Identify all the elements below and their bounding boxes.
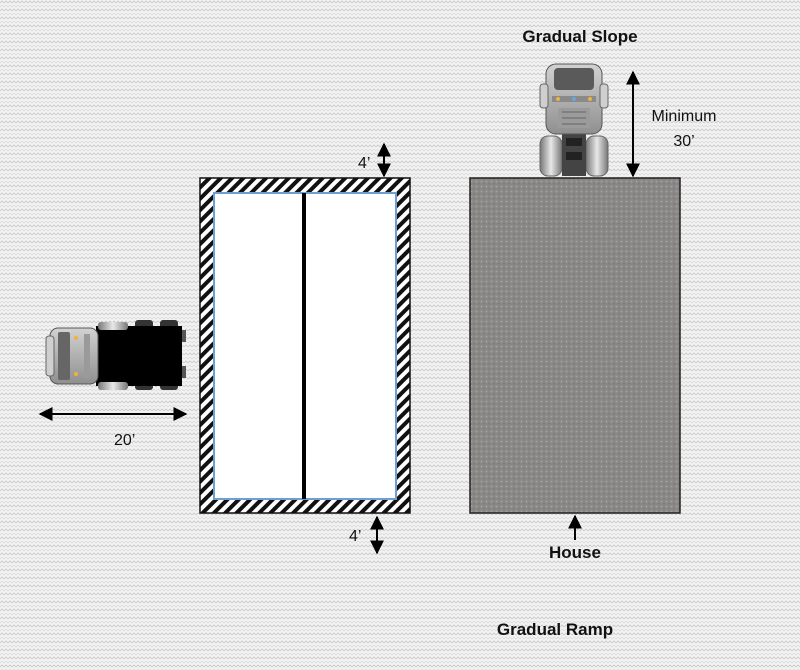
semi-truck-front-view-icon: [539, 63, 609, 177]
garage-pad: [199, 177, 411, 514]
minimum-value-label: 30’: [673, 133, 695, 150]
house-block: [469, 177, 681, 514]
gap-bottom-label: 4’: [349, 528, 362, 545]
house-label: House: [549, 543, 601, 562]
truck-length-label: 20’: [114, 432, 136, 449]
semi-truck-top-view-icon: [45, 320, 186, 390]
gap-top-label: 4’: [358, 155, 371, 172]
minimum-label: Minimum: [651, 108, 717, 125]
gradual-ramp-title: Gradual Ramp: [496, 620, 614, 639]
gradual-slope-title: Gradual Slope: [522, 27, 638, 46]
